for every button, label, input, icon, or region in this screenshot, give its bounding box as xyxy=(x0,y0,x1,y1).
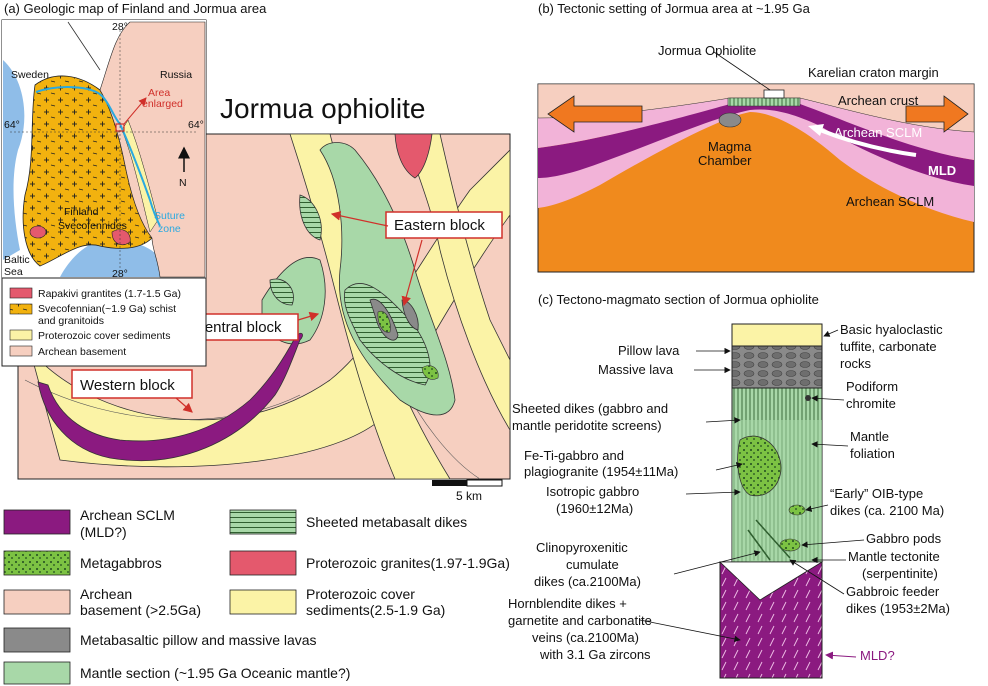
horn-4: with 3.1 Ga zircons xyxy=(539,647,651,662)
podiform-1: Podiform xyxy=(846,379,898,394)
legend-sclm-1: Archean SCLM xyxy=(80,507,175,523)
tect-2: (serpentinite) xyxy=(862,566,938,581)
gabbro-pods: Gabbro pods xyxy=(866,531,942,546)
svg-text:5 km: 5 km xyxy=(456,489,482,503)
finland-inset xyxy=(1,19,207,367)
podiform-2: chromite xyxy=(846,396,896,411)
inset-baltic-1: Baltic xyxy=(4,254,30,266)
western-block-label: Western block xyxy=(71,369,193,399)
panel-c-heading: (c) Tectono-magmato section of Jormua op… xyxy=(538,292,819,307)
oib-2: dikes (ca. 2100 Ma) xyxy=(830,503,944,518)
mld-label: MLD xyxy=(928,163,956,178)
inset-baltic-2: Sea xyxy=(4,266,23,278)
inset-lat-right: 64° xyxy=(188,119,204,131)
clino-1: Clinopyroxenitic xyxy=(536,540,628,555)
oib-1: “Early” OIB-type xyxy=(830,486,923,501)
legend-sheeted: Sheeted metabasalt dikes xyxy=(306,514,467,530)
basic-3: rocks xyxy=(840,356,872,371)
horn-3: veins (ca.2100Ma) xyxy=(532,630,639,645)
western-arrow xyxy=(175,397,193,413)
svg-text:Eastern block: Eastern block xyxy=(394,217,485,234)
inset-legend-0: Rapakivi grantites (1.7-1.5 Ga) xyxy=(38,288,181,300)
archean-sclm-upper: Archean SCLM xyxy=(834,125,922,140)
inset-lat-left: 64° xyxy=(4,119,20,131)
ophiolite-column xyxy=(718,323,824,679)
eastern-block-label: Eastern block xyxy=(385,211,503,239)
inset-sweden: Sweden xyxy=(11,69,49,81)
inset-russia: Russia xyxy=(160,69,192,81)
inset-svecofennides: Svecofennides xyxy=(58,220,127,232)
eastern-arrow xyxy=(330,211,389,227)
legend-cover-2: sediments(2.5-1.9 Ga) xyxy=(306,602,445,618)
jormua-geologic-map xyxy=(17,133,511,480)
tectonic-setting-section xyxy=(537,51,975,273)
horn-2: garnetite and carbonatite xyxy=(508,613,652,628)
inset-legend-2: and granitoids xyxy=(38,315,104,327)
inset-area-2: enlarged xyxy=(142,98,183,110)
inset-north: N xyxy=(179,177,187,189)
feti-1: Fe-Ti-gabbro and xyxy=(524,448,624,463)
clino-3: dikes (ca.2100Ma) xyxy=(534,574,641,589)
legend-pillow: Metabasaltic pillow and massive lavas xyxy=(80,632,317,648)
svg-text:Central block: Central block xyxy=(194,319,282,336)
mantle-fol-1: Mantle xyxy=(850,429,889,444)
inset-legend xyxy=(9,287,33,357)
inset-area-1: Area xyxy=(148,87,170,99)
magma-label-2: Chamber xyxy=(698,153,752,168)
map-title: Jormua ophiolite xyxy=(220,93,425,124)
archean-crust-label: Archean crust xyxy=(838,93,919,108)
sheeted-2: mantle peridotite screens) xyxy=(512,418,662,433)
feeder-1: Gabbroic feeder xyxy=(846,584,940,599)
horn-1: Hornblendite dikes + xyxy=(508,596,627,611)
inset-finland: Finland xyxy=(64,206,99,218)
sheeted-1: Sheeted dikes (gabbro and xyxy=(512,401,668,416)
inset-legend-4: Archean basement xyxy=(38,346,126,358)
inset-legend-1: Svecofennian(~1.9 Ga) schist xyxy=(38,303,176,315)
mantle-fol-2: foliation xyxy=(850,446,895,461)
panel-b-heading: (b) Tectonic setting of Jormua area at ~… xyxy=(538,1,811,16)
pillow-label: Pillow lava xyxy=(618,343,680,358)
panel-a-heading: (a) Geologic map of Finland and Jormua a… xyxy=(4,1,267,16)
iso-2: (1960±12Ma) xyxy=(556,501,633,516)
central-arrow xyxy=(297,311,320,322)
clino-2: cumulate xyxy=(566,557,619,572)
inset-lon-bottom: 28° xyxy=(112,268,128,280)
basic-2: tuffite, carbonate xyxy=(840,339,937,354)
basic-1: Basic hyaloclastic xyxy=(840,322,943,337)
magma-label-1: Magma xyxy=(708,139,752,154)
karelian-label: Karelian craton margin xyxy=(808,65,939,80)
legend-metagabbro: Metagabbros xyxy=(80,555,162,571)
jormua-ophiolite-label: Jormua Ophiolite xyxy=(658,43,756,58)
tect-1: Mantle tectonite xyxy=(848,549,940,564)
mld-question: MLD? xyxy=(860,648,895,663)
legend-basement-1: Archean xyxy=(80,586,132,602)
inset-suture-2: zone xyxy=(158,223,181,235)
archean-sclm-lower: Archean SCLM xyxy=(846,194,934,209)
feti-2: plagiogranite (1954±11Ma) xyxy=(524,464,678,479)
legend-cover-1: Proterozoic cover xyxy=(306,586,415,602)
legend-granites: Proterozoic granites(1.97-1.9Ga) xyxy=(306,555,510,571)
feeder-2: dikes (1953±2Ma) xyxy=(846,601,950,616)
iso-1: Isotropic gabbro xyxy=(546,484,639,499)
main-legend xyxy=(3,509,297,685)
massive-label: Massive lava xyxy=(598,362,674,377)
legend-sclm-2: (MLD?) xyxy=(80,524,127,540)
inset-lon-top: 28° xyxy=(112,21,128,33)
scale-bar: 5 km xyxy=(432,479,503,503)
eastern-arrow-2 xyxy=(401,239,423,307)
inset-suture-1: Suture xyxy=(154,210,185,222)
svg-text:Western block: Western block xyxy=(80,377,175,394)
inset-legend-3: Proterozoic cover sediments xyxy=(38,330,170,342)
legend-mantle: Mantle section (~1.95 Ga Oceanic mantle?… xyxy=(80,665,350,681)
legend-basement-2: basement (>2.5Ga) xyxy=(80,602,201,618)
